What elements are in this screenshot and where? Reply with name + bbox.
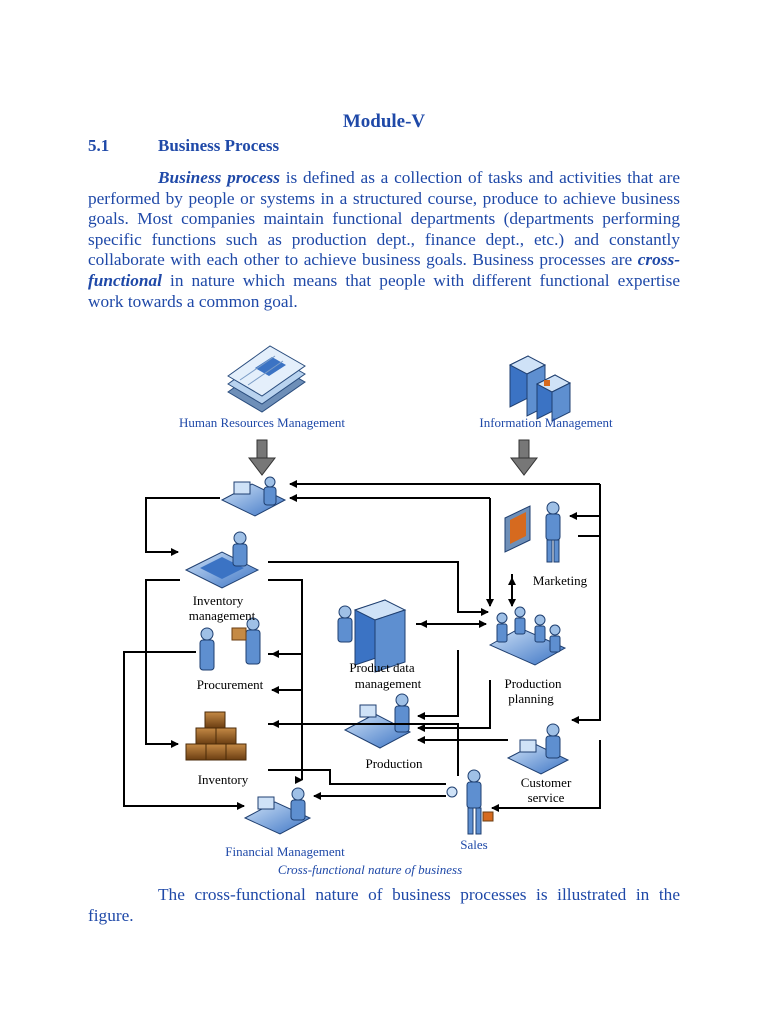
label-information-management: Information Management xyxy=(479,415,613,430)
label-customer-service-1: Customer xyxy=(521,775,572,790)
inventory-management-icon xyxy=(184,531,260,589)
label-hrm: Human Resources Management xyxy=(179,415,345,430)
label-customer-service-2: service xyxy=(528,790,565,805)
label-inventory: Inventory xyxy=(198,772,249,787)
production-planning-icon xyxy=(488,606,567,666)
label-product-data-1: Product data xyxy=(349,660,415,675)
hr-documents-icon xyxy=(227,345,306,413)
label-production: Production xyxy=(365,756,423,771)
hr-workstation-icon xyxy=(220,476,287,517)
im-down-arrow-icon xyxy=(509,439,539,476)
label-production-planning-1: Production xyxy=(504,676,562,691)
hrm-down-arrow-icon xyxy=(247,439,277,476)
section-heading: 5.1 Business Process xyxy=(88,136,279,156)
product-data-management-icon xyxy=(337,599,407,673)
paragraph-text-1: is defined as a collection of tasks and … xyxy=(88,168,681,270)
section-title: Business Process xyxy=(158,136,280,155)
connector-lines xyxy=(123,480,601,812)
production-icon xyxy=(343,693,412,749)
section-number: 5.1 xyxy=(88,136,110,155)
label-marketing: Marketing xyxy=(533,573,588,588)
financial-management-icon xyxy=(243,787,312,835)
paragraph-definition: Business process is defined as a collect… xyxy=(88,168,680,312)
figure-caption: Cross-functional nature of business xyxy=(278,862,462,877)
marketing-icon xyxy=(504,501,561,563)
label-procurement: Procurement xyxy=(197,677,264,692)
label-financial-management: Financial Management xyxy=(225,844,345,859)
sales-person-icon xyxy=(446,769,494,835)
label-product-data-2: management xyxy=(355,676,422,691)
customer-service-icon xyxy=(506,723,570,775)
term-cross-functional: cross-functional xyxy=(88,250,680,290)
label-inventory-management-2: management xyxy=(189,608,256,623)
term-business-process: Business process xyxy=(158,168,280,187)
servers-icon xyxy=(508,355,572,422)
label-production-planning-2: planning xyxy=(508,691,554,706)
paragraph-conclusion: The cross-functional nature of business … xyxy=(88,885,680,925)
inventory-boxes-icon xyxy=(185,711,247,761)
module-title: Module-V xyxy=(342,111,426,132)
paragraph-text-2: in nature which means that people with d… xyxy=(88,270,680,311)
label-inventory-management-1: Inventory xyxy=(193,593,244,608)
label-sales: Sales xyxy=(460,837,487,852)
procurement-icon xyxy=(199,617,261,671)
